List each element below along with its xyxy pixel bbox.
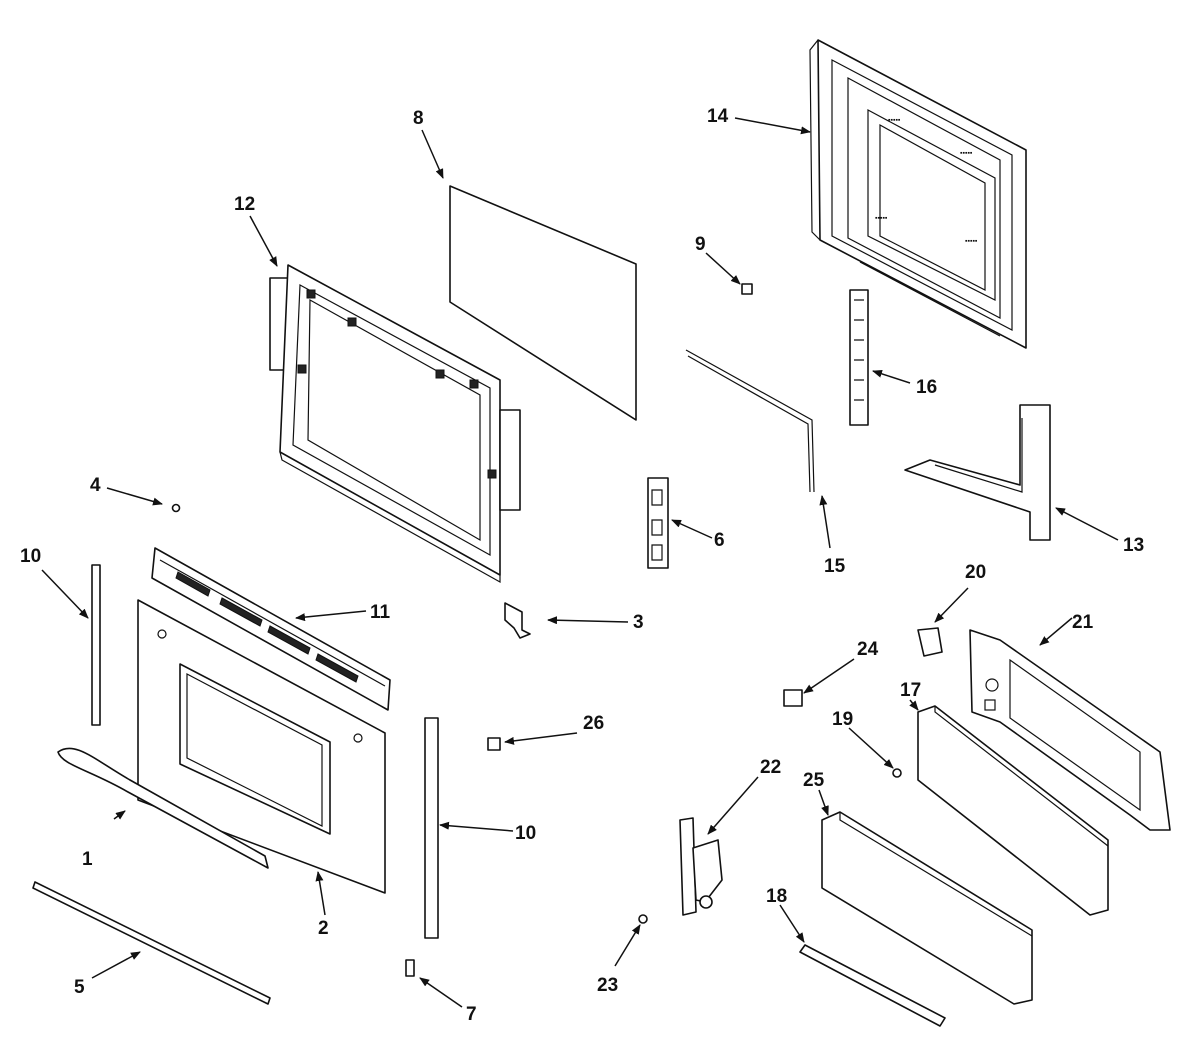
part-3-clip	[504, 602, 531, 639]
part-12-glass-frame	[269, 264, 521, 584]
callout-18: 18	[766, 886, 787, 907]
callout-20: 20	[965, 562, 986, 583]
callout-13: 13	[1123, 535, 1144, 556]
part-19-screw	[892, 768, 902, 778]
callout-labels: 1 2 3 4 5 6 7 8 9 10 10 11 12 13 14 15 1…	[20, 106, 1144, 1025]
callout-12: 12	[234, 194, 255, 215]
part-25-insulation-block	[821, 811, 1033, 1005]
callout-15: 15	[824, 556, 846, 577]
callout-8: 8	[413, 108, 424, 129]
part-22-hinge	[679, 817, 723, 916]
callout-24: 24	[857, 639, 879, 660]
part-1-handle	[57, 747, 269, 869]
part-9-screw	[741, 283, 753, 295]
part-13-insulation	[904, 404, 1051, 541]
callout-25: 25	[803, 770, 825, 791]
part-4-screw	[171, 503, 181, 513]
part-24-block	[783, 689, 803, 707]
callout-26: 26	[583, 713, 604, 734]
part-8-glass-panel	[449, 185, 637, 421]
callout-10-left: 10	[20, 546, 41, 567]
callout-22: 22	[760, 757, 781, 778]
part-10-left-trim	[91, 564, 101, 726]
part-2-outer-door	[137, 599, 386, 894]
callout-5: 5	[74, 977, 85, 998]
callout-10-right: 10	[515, 823, 536, 844]
callout-11: 11	[370, 602, 391, 623]
callout-23: 23	[597, 975, 618, 996]
part-7-screw	[405, 959, 415, 977]
callout-4: 4	[90, 475, 101, 496]
callout-17: 17	[900, 680, 921, 701]
part-10-right-trim	[424, 717, 439, 939]
callout-2: 2	[318, 918, 329, 939]
part-18-strip	[799, 944, 946, 1027]
part-26-block	[487, 737, 501, 751]
svg-text:▪▪▪▪▪: ▪▪▪▪▪	[888, 117, 901, 124]
svg-text:▪▪▪▪▪: ▪▪▪▪▪	[960, 150, 973, 157]
part-20-clip	[917, 627, 943, 657]
callout-16: 16	[916, 377, 937, 398]
callout-1: 1	[82, 849, 93, 870]
part-11-vent-panel	[151, 547, 391, 711]
callout-3: 3	[633, 612, 644, 633]
callout-6: 6	[714, 530, 725, 551]
svg-text:▪▪▪▪▪: ▪▪▪▪▪	[965, 238, 978, 245]
callout-9: 9	[695, 234, 706, 255]
part-14-inner-door-panel: ▪▪▪▪▪ ▪▪▪▪▪ ▪▪▪▪▪ ▪▪▪▪▪	[809, 39, 1027, 349]
part-21-bracket	[969, 629, 1171, 831]
leader-lines	[41, 117, 1119, 1008]
callout-14: 14	[707, 106, 729, 127]
callout-19: 19	[832, 709, 853, 730]
part-16-side-seal	[849, 289, 869, 426]
callout-7: 7	[466, 1004, 477, 1025]
part-5-bottom-trim	[32, 881, 271, 1005]
svg-text:▪▪▪▪▪: ▪▪▪▪▪	[875, 215, 888, 222]
part-23-screw	[638, 914, 648, 924]
part-15-wire-seal	[685, 349, 815, 493]
part-6-hinge-receptacle	[647, 477, 669, 569]
part-17-insulation-block	[917, 705, 1109, 916]
callout-21: 21	[1072, 612, 1094, 633]
